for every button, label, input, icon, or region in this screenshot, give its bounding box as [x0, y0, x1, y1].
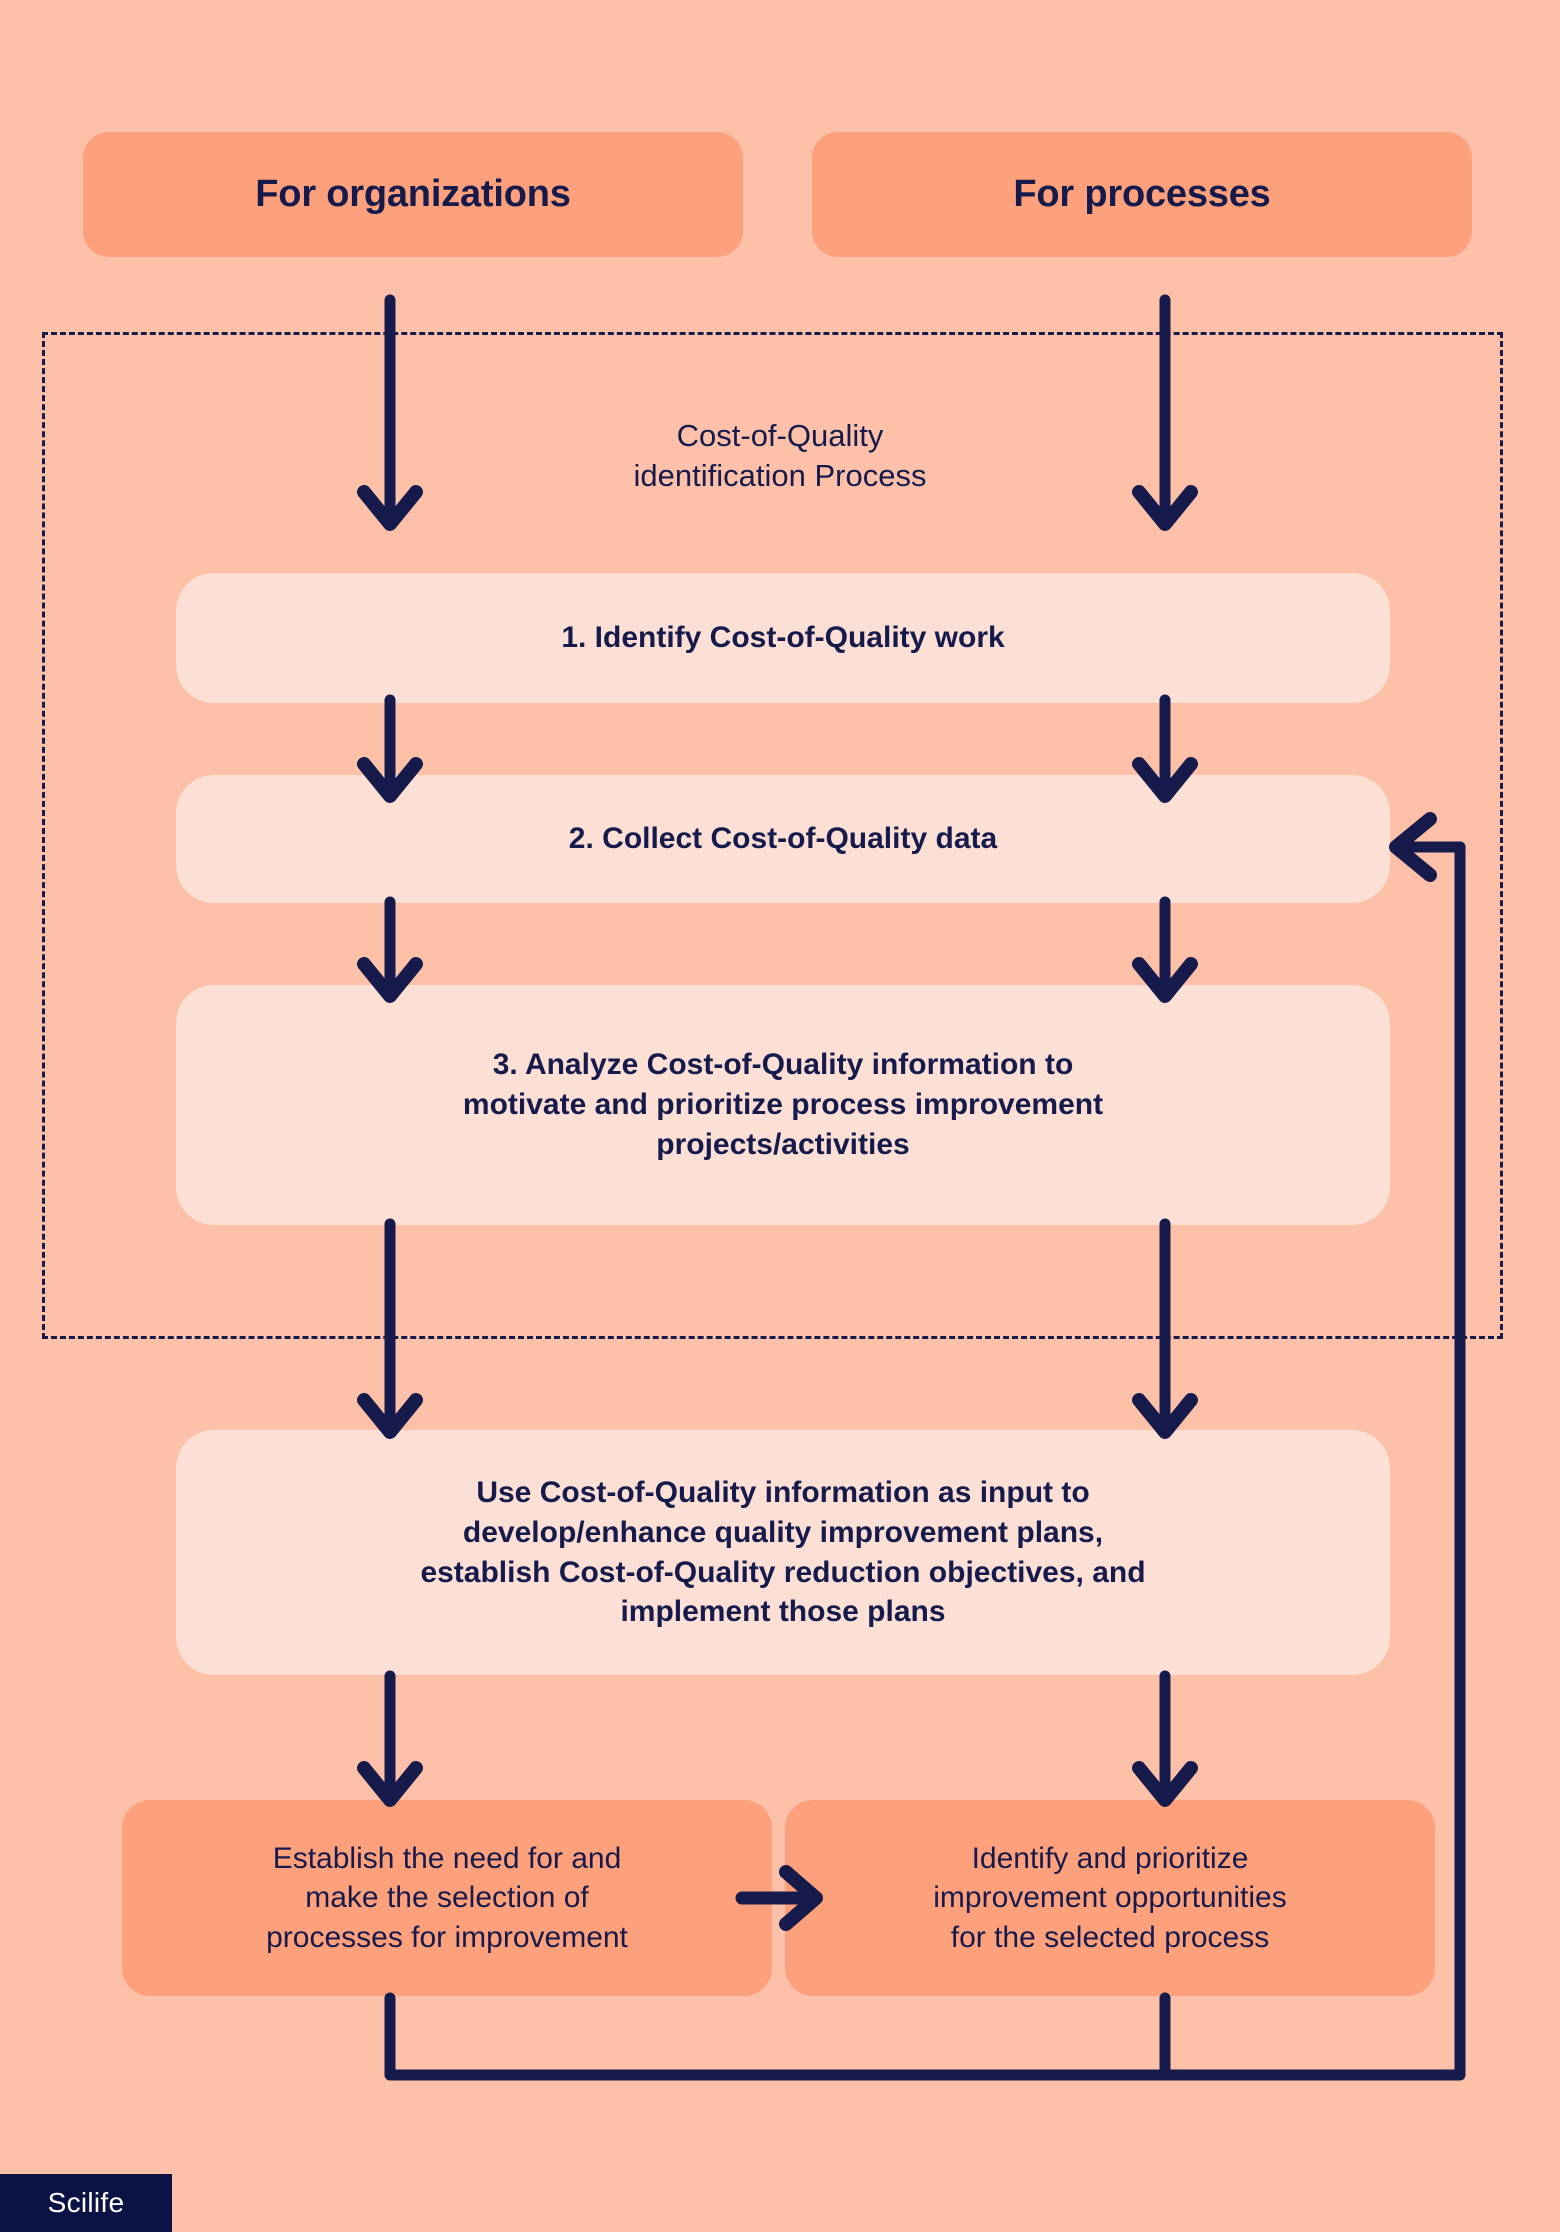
scilife-logo: Scilife	[0, 2174, 172, 2232]
step-card-1-label: 1. Identify Cost-of-Quality work	[561, 621, 1005, 655]
step-card-4-line-2: develop/enhance quality improvement plan…	[462, 1515, 1104, 1549]
step-card-4-line-4: implement those plans	[620, 1595, 946, 1629]
step-card-2[interactable]: 2. Collect Cost-of-Quality data	[176, 775, 1390, 903]
header-for-processes[interactable]: For processes	[812, 132, 1472, 257]
arrow-down-icon-right-step4-to-bottom-right	[1139, 1670, 1191, 1800]
bottom-right-line-3: for the selected process	[950, 1920, 1270, 1954]
step-card-3-line-3: projects/activities	[656, 1127, 910, 1161]
region-label-line-2: identification Process	[633, 457, 927, 493]
step-card-4[interactable]: Use Cost-of-Quality information as input…	[176, 1430, 1390, 1675]
bottom-card-identify-prioritize-label: Identify and prioritize improvement oppo…	[933, 1839, 1287, 1958]
scilife-logo-text: Scilife	[47, 2187, 125, 2218]
header-for-organizations[interactable]: For organizations	[83, 132, 743, 257]
bottom-left-line-1: Establish the need for and	[272, 1841, 622, 1875]
step-card-3-label: 3. Analyze Cost-of-Quality information t…	[463, 1045, 1103, 1165]
bottom-card-establish-need-label: Establish the need for and make the sele…	[266, 1839, 628, 1958]
header-for-processes-label: For processes	[1013, 173, 1271, 215]
step-card-4-label: Use Cost-of-Quality information as input…	[420, 1473, 1145, 1633]
step-card-4-line-1: Use Cost-of-Quality information as input…	[476, 1475, 1090, 1509]
bottom-card-identify-prioritize[interactable]: Identify and prioritize improvement oppo…	[785, 1800, 1435, 1996]
arrow-down-icon-step4-to-bottom-left	[364, 1670, 416, 1800]
bottom-left-line-2: make the selection of	[305, 1881, 589, 1915]
bottom-right-line-2: improvement opportunities	[933, 1881, 1287, 1915]
region-label: Cost-of-Quality identification Process	[520, 416, 1040, 495]
step-card-2-label: 2. Collect Cost-of-Quality data	[568, 822, 998, 856]
region-label-line-1: Cost-of-Quality	[676, 418, 884, 453]
header-for-organizations-label: For organizations	[255, 173, 571, 215]
step-card-3-line-2: motivate and prioritize process improvem…	[462, 1088, 1104, 1122]
step-card-3[interactable]: 3. Analyze Cost-of-Quality information t…	[176, 985, 1390, 1225]
bottom-card-establish-need[interactable]: Establish the need for and make the sele…	[122, 1800, 772, 1996]
step-card-3-line-1: 3. Analyze Cost-of-Quality information t…	[492, 1048, 1074, 1082]
step-card-4-line-3: establish Cost-of-Quality reduction obje…	[420, 1555, 1146, 1589]
bottom-left-line-3: processes for improvement	[266, 1920, 628, 1954]
bottom-right-line-1: Identify and prioritize	[971, 1841, 1249, 1875]
step-card-1[interactable]: 1. Identify Cost-of-Quality work	[176, 573, 1390, 703]
